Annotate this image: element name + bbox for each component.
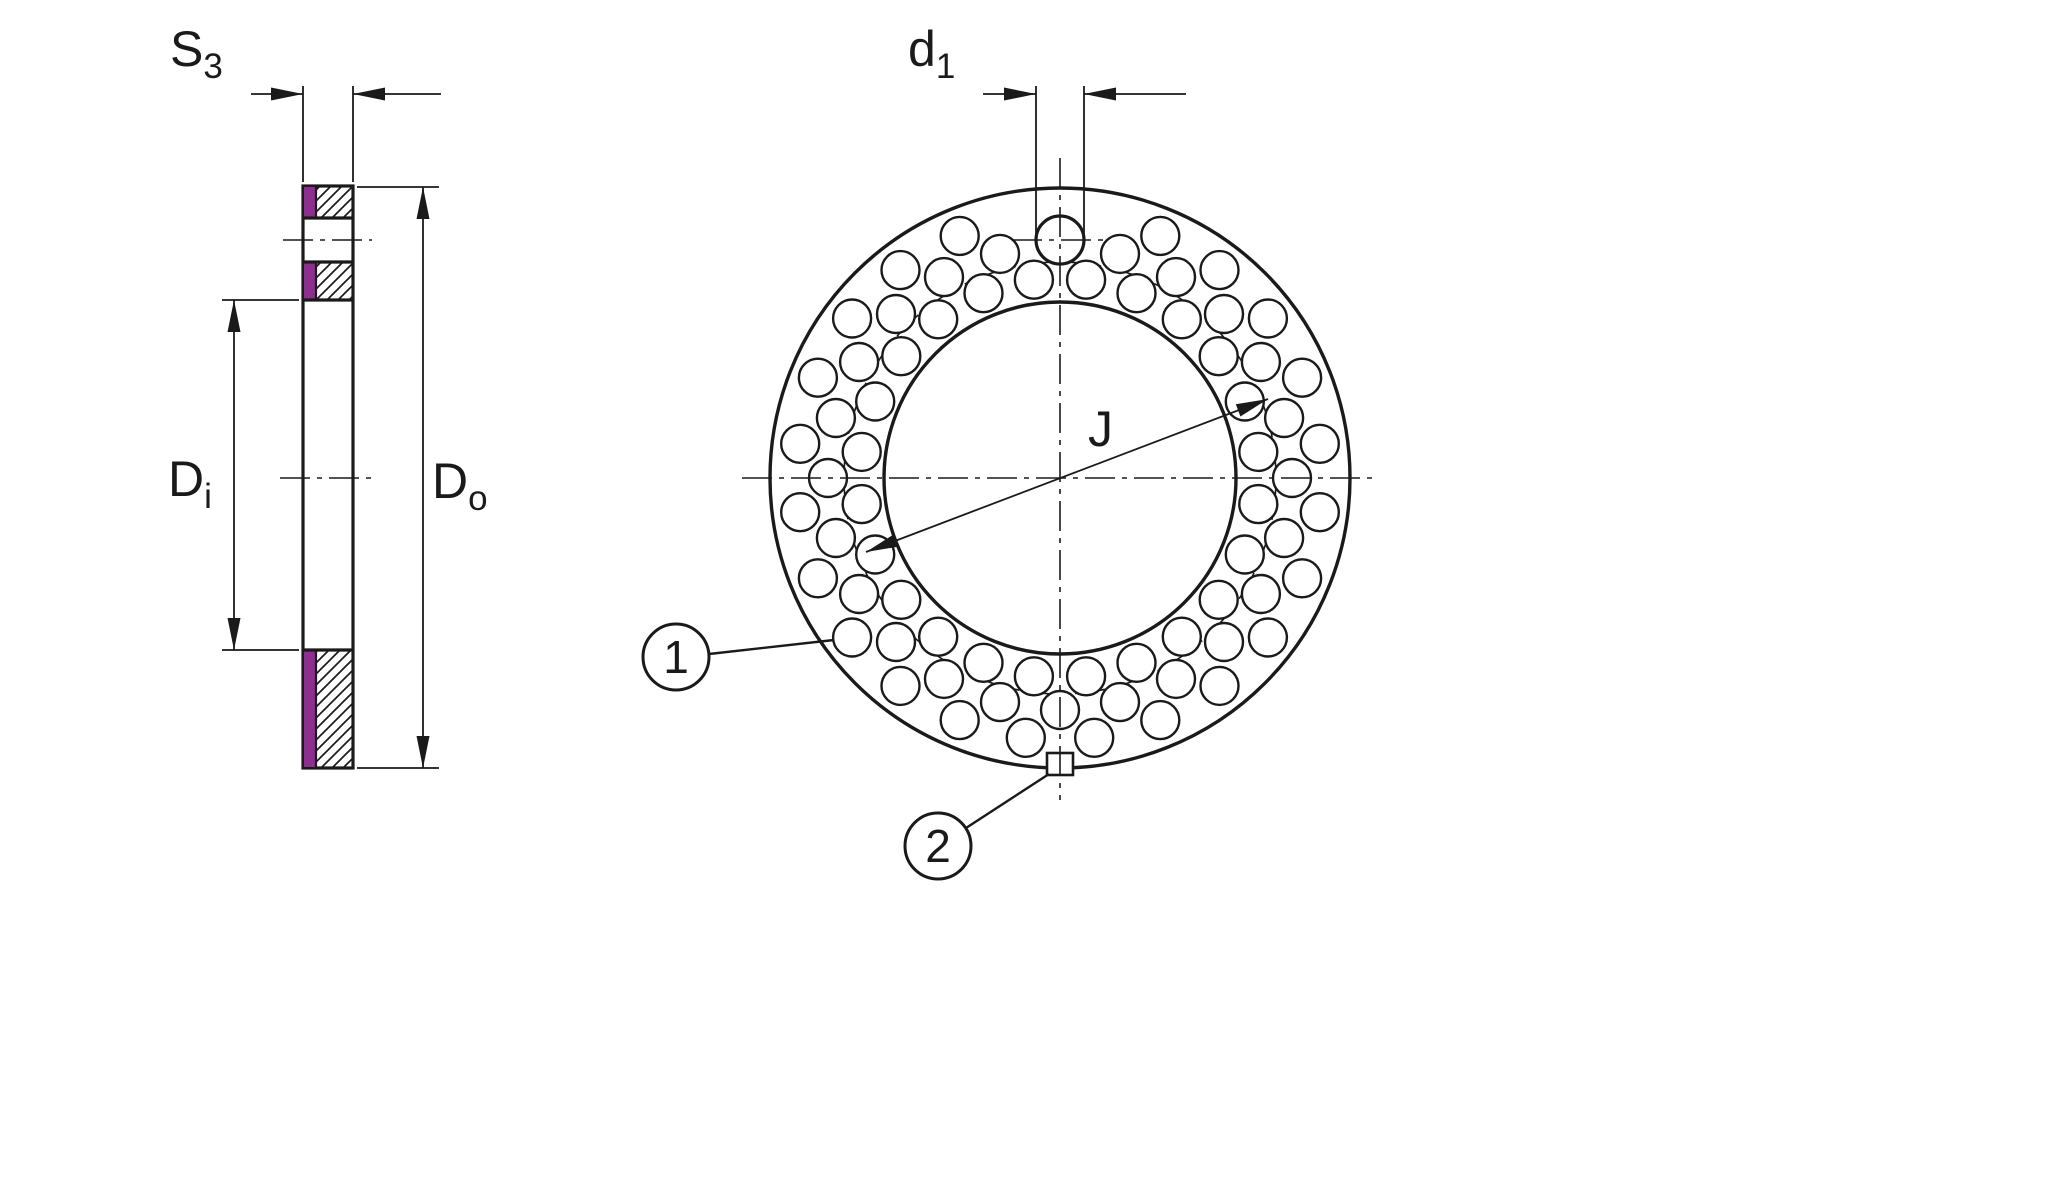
lubrication-pocket [1224, 534, 1266, 575]
lubrication-pocket [1247, 617, 1289, 658]
lubrication-pocket [815, 517, 857, 559]
dimension-arrowhead [271, 87, 303, 101]
lubrication-pocket [855, 381, 896, 422]
lubrication-pocket [923, 658, 965, 700]
lubrication-pocket [939, 215, 980, 257]
lubrication-pocket [1240, 341, 1282, 383]
lubrication-pocket [880, 665, 921, 707]
lubrication-pocket [1116, 642, 1157, 683]
lubrication-pocket [1005, 717, 1047, 758]
lubrication-pocket [797, 357, 839, 398]
lubrication-pocket [797, 558, 839, 599]
lubrication-pocket [1281, 558, 1323, 599]
lubrication-pocket [1240, 573, 1282, 615]
lubrication-pocket [1281, 357, 1323, 398]
lubrication-pocket [979, 233, 1021, 275]
lubrication-pocket [1203, 293, 1245, 335]
lubrication-pocket [1013, 656, 1055, 697]
sliding-layer-segment [302, 261, 317, 301]
lubrication-pocket [1140, 699, 1181, 741]
callouts: 1 2 [641, 622, 1050, 881]
lubrication-pockets [780, 215, 1341, 758]
lubrication-pocket [880, 249, 921, 291]
lubrication-pocket [918, 616, 959, 657]
lubrication-pocket [1116, 273, 1157, 314]
lubrication-pocket [841, 431, 882, 473]
dimension-arrowhead [1004, 87, 1036, 101]
lubrication-pocket [1263, 397, 1305, 439]
lubrication-pocket [1263, 517, 1305, 559]
lubrication-pocket [1155, 658, 1197, 700]
dimension-line-j [865, 398, 1269, 553]
hatch-segment [316, 650, 353, 768]
lubrication-pocket [1099, 681, 1141, 723]
callout-balloon-1 [641, 622, 711, 692]
lubrication-pocket [780, 492, 821, 533]
lubrication-pocket [1238, 431, 1279, 473]
sliding-layer-segment [302, 649, 317, 769]
lubrication-pocket [1013, 259, 1055, 300]
dimension-arrowhead [1235, 399, 1268, 417]
dimension-arrowhead [416, 187, 430, 219]
sliding-layer-segment [302, 185, 317, 219]
lubrication-pocket [881, 336, 922, 377]
lubrication-pocket [1199, 665, 1240, 707]
lubrication-pocket [780, 423, 821, 464]
dimension-arrowhead [353, 87, 385, 101]
callout-balloon-2 [903, 811, 973, 881]
hatch-segment [316, 262, 353, 300]
lubrication-pocket [875, 621, 917, 663]
dimension-arrowhead [866, 534, 899, 552]
lubrication-pocket [963, 273, 1004, 314]
lubrication-pocket [1203, 621, 1245, 663]
lubrication-pocket [875, 293, 917, 335]
lubrication-pocket [1155, 256, 1197, 298]
dim-label-di: Di [168, 451, 212, 516]
lubrication-pocket [923, 256, 965, 298]
lubrication-pocket [979, 681, 1021, 723]
callout-leader-2 [965, 772, 1050, 830]
lubrication-pocket [841, 483, 882, 525]
callout-number-1: 1 [663, 631, 689, 683]
lubrication-pocket [1099, 233, 1141, 275]
dim-label-d1: d1 [908, 21, 955, 86]
lubrication-pocket [1073, 717, 1115, 758]
lubrication-pocket [1299, 492, 1341, 533]
dimension-arrowhead [227, 618, 241, 650]
lubrication-pocket [1161, 616, 1203, 657]
lubrication-pocket [1299, 423, 1341, 464]
hatch-segment [316, 186, 353, 218]
dim-label-j: J [1088, 401, 1113, 457]
dimension-arrowhead [416, 736, 430, 768]
cross-section-view [280, 184, 376, 770]
lubrication-pocket [1065, 259, 1107, 300]
lubrication-pocket [963, 642, 1004, 683]
lubrication-pocket [939, 699, 980, 741]
lubrication-pocket [1199, 249, 1240, 291]
lubrication-pocket [918, 299, 959, 340]
lubrication-pocket [1161, 299, 1203, 340]
lubrication-pocket [1065, 656, 1107, 697]
dimensions: S3 d1 Di Do J [168, 21, 1269, 769]
lubrication-pocket [881, 579, 922, 620]
dim-label-s3: S3 [170, 21, 223, 86]
dimension-arrowheads [227, 87, 1268, 768]
lubrication-pocket [838, 341, 880, 383]
lubrication-pocket [1247, 298, 1289, 339]
dimension-arrowhead [1084, 87, 1116, 101]
callout-number-2: 2 [925, 820, 951, 872]
lubrication-pocket [1198, 579, 1239, 620]
lubrication-pocket [1238, 483, 1279, 525]
lubrication-pocket [1140, 215, 1181, 257]
lubrication-pocket [831, 298, 873, 339]
lubrication-pocket [1198, 336, 1239, 377]
lubrication-pocket [831, 617, 873, 658]
lubrication-pocket [815, 397, 857, 439]
callout-leader-1 [708, 638, 835, 656]
dim-label-do: Do [432, 453, 488, 518]
dimension-arrowhead [227, 300, 241, 332]
lubrication-pocket [838, 573, 880, 615]
